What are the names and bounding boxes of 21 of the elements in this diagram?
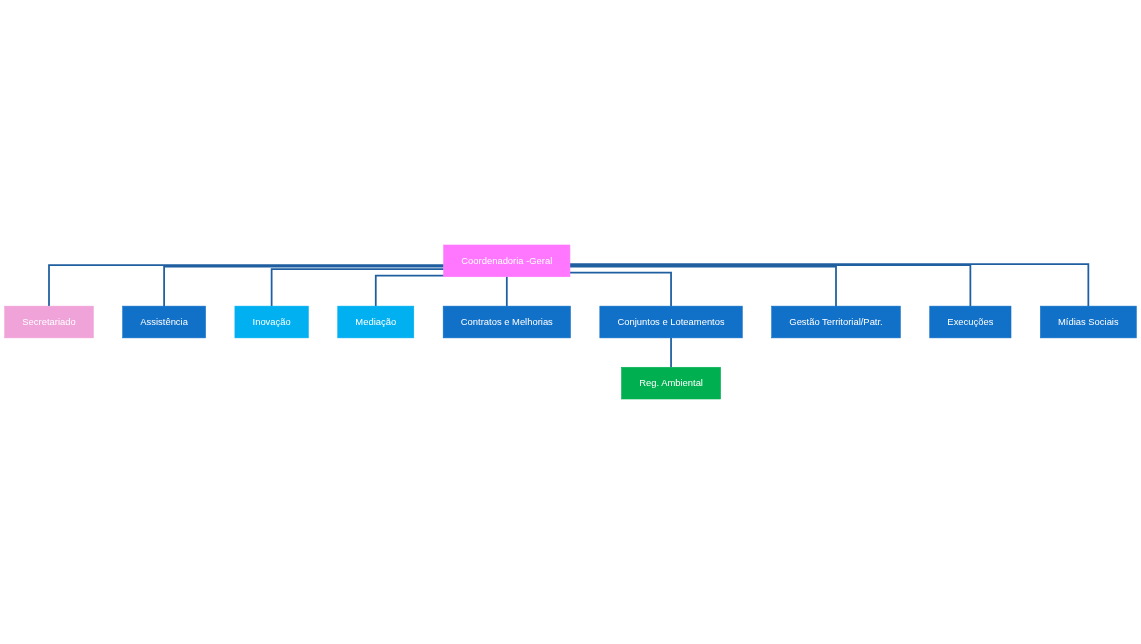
connector	[505, 275, 508, 307]
connector	[569, 271, 672, 307]
connector	[569, 263, 1090, 307]
node-box: Reg. Ambiental	[621, 366, 721, 400]
node-box: Mediação	[337, 305, 415, 339]
node-box: Gestão Territorial/Patr.	[771, 305, 901, 339]
connector	[270, 268, 445, 307]
node-box: Secretariado	[4, 305, 94, 339]
connector	[670, 337, 672, 369]
node-box: Mídias Sociais	[1040, 305, 1137, 339]
node-box: Inovação	[234, 305, 309, 339]
connector	[569, 264, 972, 307]
connector	[374, 274, 445, 307]
node-box: Execuções	[929, 305, 1012, 339]
node-box: Assistência	[122, 305, 206, 339]
connector	[163, 265, 445, 307]
node-box: Conjuntos e Loteamentos	[599, 305, 743, 339]
connector	[48, 264, 445, 307]
node-box: Coordenadoria -Geral	[443, 244, 571, 278]
node-box: Contratos e Melhorias	[442, 305, 571, 339]
connector	[569, 265, 837, 307]
